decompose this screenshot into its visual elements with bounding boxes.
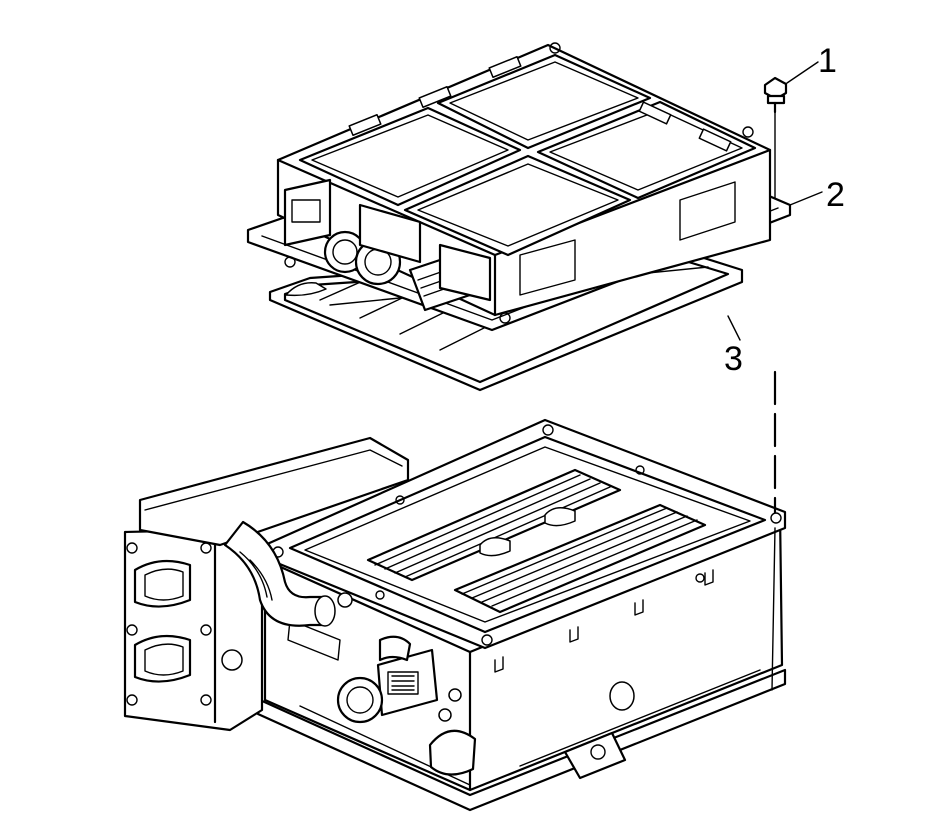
cover-icon [246, 42, 792, 332]
housing-icon [123, 418, 787, 812]
alignment-line [771, 102, 777, 691]
callout-3: 3 [724, 340, 743, 378]
bolt-icon [763, 61, 819, 114]
callout-1: 1 [818, 42, 837, 80]
callout-2: 2 [826, 176, 845, 214]
